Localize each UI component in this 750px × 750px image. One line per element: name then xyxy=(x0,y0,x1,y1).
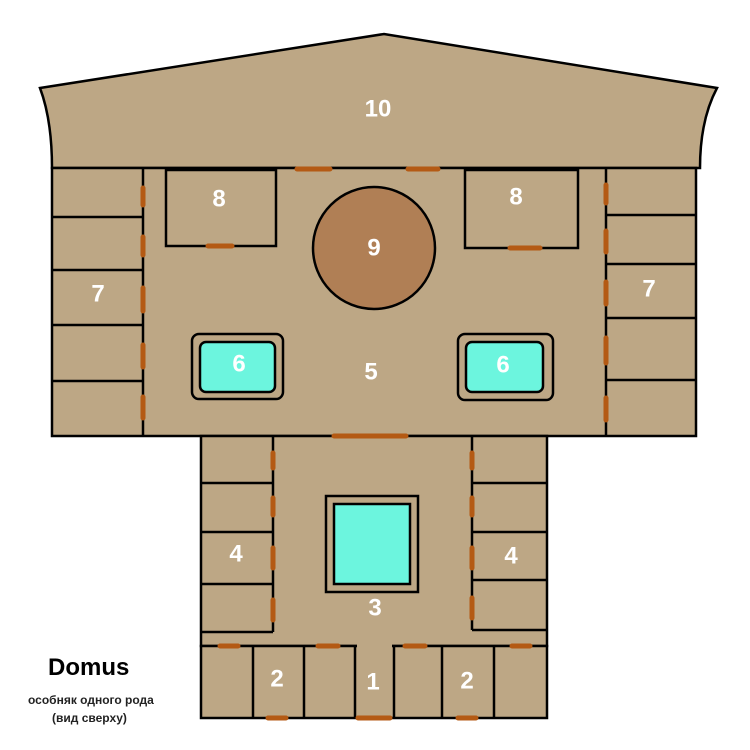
front-block xyxy=(199,644,549,720)
garden-peristyle-area xyxy=(38,32,719,170)
doors xyxy=(140,166,609,721)
diagram-title: Domus xyxy=(48,654,130,681)
label-room-4-left: 4 xyxy=(229,540,243,567)
label-room-6-left: 6 xyxy=(232,350,245,377)
pool-6-left xyxy=(198,340,277,394)
label-room-2-right: 2 xyxy=(460,667,473,694)
diagram-subtitle-note: (вид сверху) xyxy=(52,711,127,725)
label-room-4-right: 4 xyxy=(504,542,518,569)
room-9-circle xyxy=(311,185,437,311)
diagram-subtitle: особняк одного рода xyxy=(28,693,154,707)
label-room-1: 1 xyxy=(366,668,379,695)
label-room-7-left: 7 xyxy=(91,280,104,307)
label-room-3: 3 xyxy=(368,594,381,621)
label-room-8-left: 8 xyxy=(212,185,225,212)
label-room-5: 5 xyxy=(364,358,377,385)
label-room-7-right: 7 xyxy=(642,275,655,302)
label-room-6-right: 6 xyxy=(496,351,509,378)
label-room-8-right: 8 xyxy=(509,183,522,210)
label-room-10: 10 xyxy=(365,95,392,122)
impluvium-pool xyxy=(332,502,412,586)
label-room-9: 9 xyxy=(367,234,380,261)
pool-6-right xyxy=(464,340,545,394)
label-room-2-left: 2 xyxy=(270,665,283,692)
